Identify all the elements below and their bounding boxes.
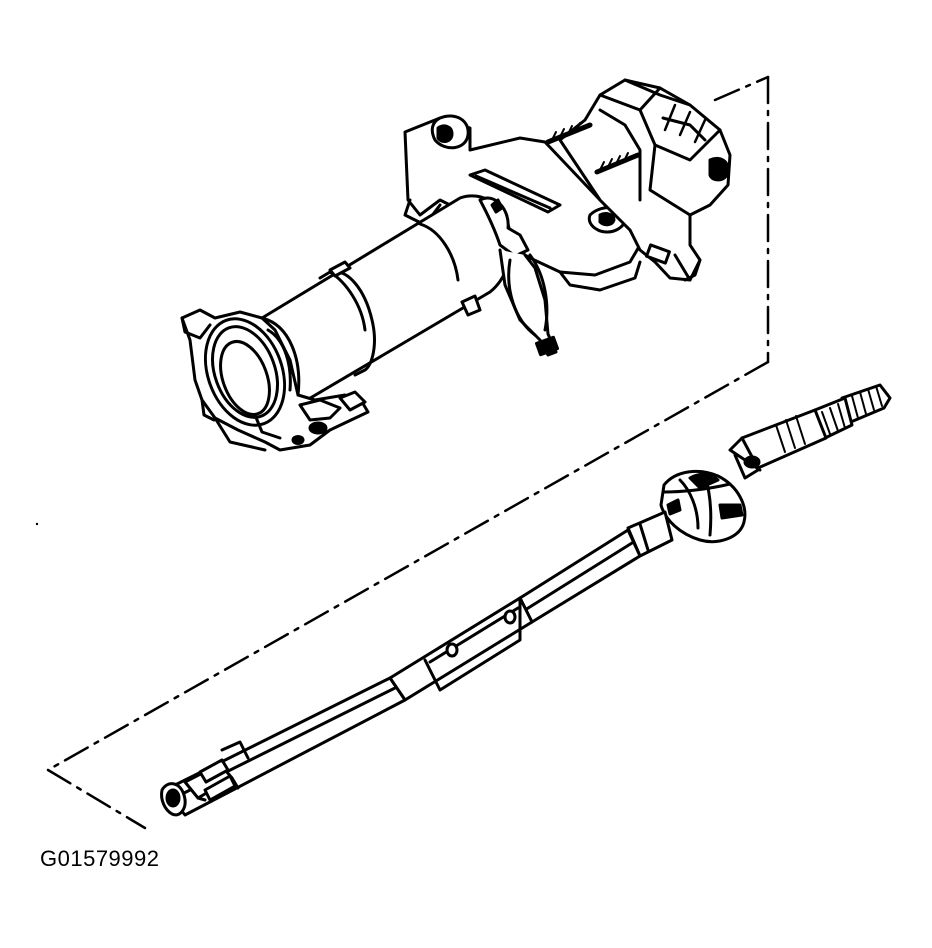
stray-dot bbox=[35, 522, 39, 526]
alignment-leader-lines bbox=[48, 77, 768, 828]
steering-shaft bbox=[162, 385, 890, 815]
figure-code-label: G01579992 bbox=[40, 846, 160, 871]
steering-column-housing bbox=[182, 80, 730, 450]
